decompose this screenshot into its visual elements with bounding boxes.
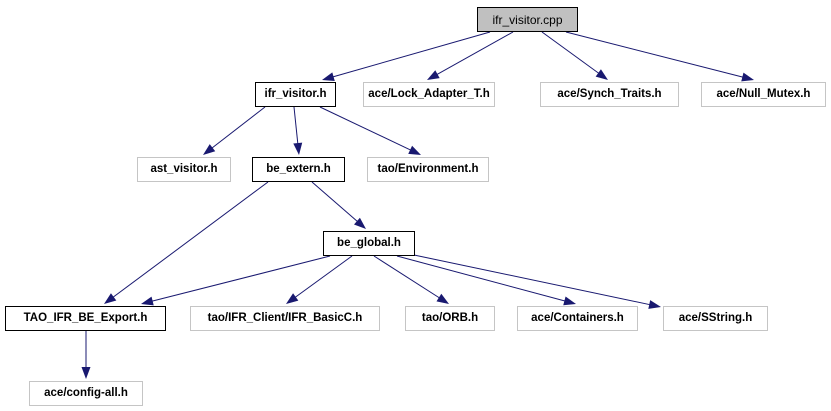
graph-node-synch-traits-h: ace/Synch_Traits.h [540, 82, 679, 107]
graph-node-containers-h: ace/Containers.h [517, 306, 638, 331]
node-label: ace/config-all.h [44, 386, 128, 399]
arrowhead-icon [293, 142, 303, 155]
edge-ifr-visitor-cpp-to-lock-adapter-t-h [427, 31, 514, 80]
graph-node-sstring-h: ace/SString.h [663, 306, 768, 331]
edge-be-global-h-to-ifr-basicc-h [286, 255, 353, 304]
edge-ifr-visitor-cpp-to-ifr-visitor-h [322, 31, 491, 82]
edge-be-extern-h-to-tao-ifr-be-export-h [104, 181, 269, 304]
graph-node-null-mutex-h: ace/Null_Mutex.h [701, 82, 826, 107]
arrowhead-icon [104, 293, 117, 304]
node-label: ifr_visitor.cpp [492, 12, 563, 27]
edge-be-global-h-to-tao-ifr-be-export-h [141, 255, 331, 306]
graph-node-be-extern-h[interactable]: be_extern.h [252, 157, 345, 182]
arrowhead-icon [563, 296, 576, 306]
arrowhead-icon [141, 296, 154, 306]
node-label: tao/Environment.h [377, 162, 479, 175]
edge-ifr-visitor-h-to-be-extern-h [293, 106, 303, 155]
node-label: be_global.h [337, 236, 401, 249]
graph-node-tao-orb-h: tao/ORB.h [405, 306, 495, 331]
edge-be-global-h-to-sstring-h [413, 254, 661, 309]
graph-node-lock-adapter-t-h: ace/Lock_Adapter_T.h [363, 82, 495, 107]
arrowhead-icon [286, 293, 299, 304]
node-label: ace/Synch_Traits.h [557, 87, 662, 100]
arrowhead-icon [408, 145, 421, 155]
edge-be-extern-h-to-be-global-h [311, 181, 366, 229]
graph-node-config-all-h: ace/config-all.h [29, 381, 143, 406]
arrowhead-icon [741, 72, 754, 82]
arrowhead-icon [427, 70, 440, 80]
edge-tao-ifr-be-export-h-to-config-all-h [81, 331, 91, 379]
node-label: TAO_IFR_BE_Export.h [23, 311, 148, 324]
node-label: ifr_visitor.h [264, 87, 327, 100]
arrowhead-icon [322, 72, 335, 82]
node-label: ace/SString.h [678, 311, 753, 324]
node-label: ace/Containers.h [531, 311, 624, 324]
graph-node-environment-h: tao/Environment.h [367, 157, 489, 182]
arrowhead-icon [595, 69, 608, 80]
graph-node-ifr-basicc-h: tao/IFR_Client/IFR_BasicC.h [190, 306, 380, 331]
edge-ifr-visitor-h-to-environment-h [319, 106, 421, 155]
graph-node-ast-visitor-h: ast_visitor.h [137, 157, 231, 182]
edge-ifr-visitor-cpp-to-null-mutex-h [565, 31, 754, 82]
graph-node-ifr-visitor-cpp: ifr_visitor.cpp [477, 7, 578, 32]
arrowhead-icon [353, 217, 366, 229]
arrowhead-icon [436, 293, 449, 304]
graph-node-ifr-visitor-h[interactable]: ifr_visitor.h [255, 82, 336, 107]
node-label: ace/Null_Mutex.h [716, 87, 811, 100]
arrowhead-icon [81, 367, 91, 379]
graph-node-be-global-h[interactable]: be_global.h [323, 231, 415, 256]
node-label: tao/ORB.h [421, 311, 479, 324]
edge-ifr-visitor-cpp-to-synch-traits-h [541, 31, 608, 80]
graph-node-tao-ifr-be-export-h[interactable]: TAO_IFR_BE_Export.h [5, 306, 166, 331]
node-label: ast_visitor.h [150, 162, 218, 175]
node-label: tao/IFR_Client/IFR_BasicC.h [207, 311, 363, 324]
arrowhead-icon [203, 144, 216, 155]
node-label: be_extern.h [266, 162, 331, 175]
edge-ifr-visitor-h-to-ast-visitor-h [203, 106, 266, 155]
arrowhead-icon [648, 300, 661, 309]
edge-be-global-h-to-tao-orb-h [373, 255, 449, 304]
edge-be-global-h-to-containers-h [396, 255, 576, 306]
node-label: ace/Lock_Adapter_T.h [368, 87, 490, 100]
